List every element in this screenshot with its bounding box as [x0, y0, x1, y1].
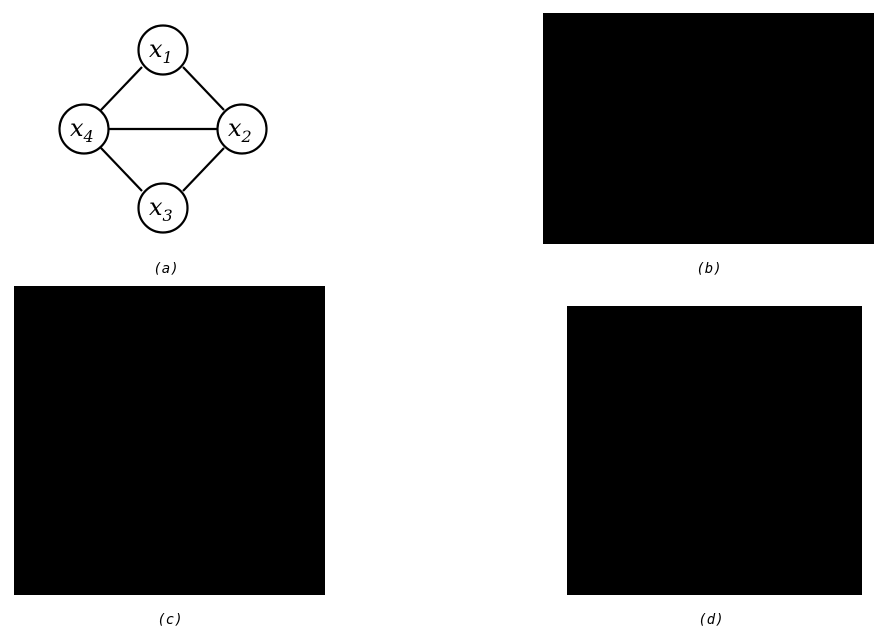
edge-x2-x3 [182, 147, 225, 192]
node-circle-x2 [216, 103, 268, 155]
panel-c-image [14, 286, 325, 595]
graph-node-x3: x3 [137, 182, 189, 234]
node-circle-x4 [58, 103, 110, 155]
node-circle-x1 [137, 24, 189, 76]
caption-b: (b) [696, 261, 722, 277]
node-label-x1: x1 [149, 35, 173, 67]
edge-x1-x4 [100, 66, 143, 111]
caption-a: (a) [153, 261, 179, 277]
caption-d: (d) [698, 612, 724, 628]
node-circle-x3 [137, 182, 189, 234]
graph-edges [100, 66, 225, 192]
node-label-x2: x2 [228, 114, 252, 146]
panel-b-image [543, 13, 874, 244]
graph-node-x4: x4 [58, 103, 110, 155]
graph-node-x1: x1 [137, 24, 189, 76]
node-label-x3: x3 [149, 193, 173, 225]
panel-d-image [567, 306, 862, 595]
edge-x1-x2 [182, 66, 225, 111]
caption-c: (c) [157, 612, 183, 628]
graph-node-x2: x2 [216, 103, 268, 155]
node-label-x4: x4 [70, 114, 94, 146]
edge-x4-x3 [100, 147, 143, 192]
